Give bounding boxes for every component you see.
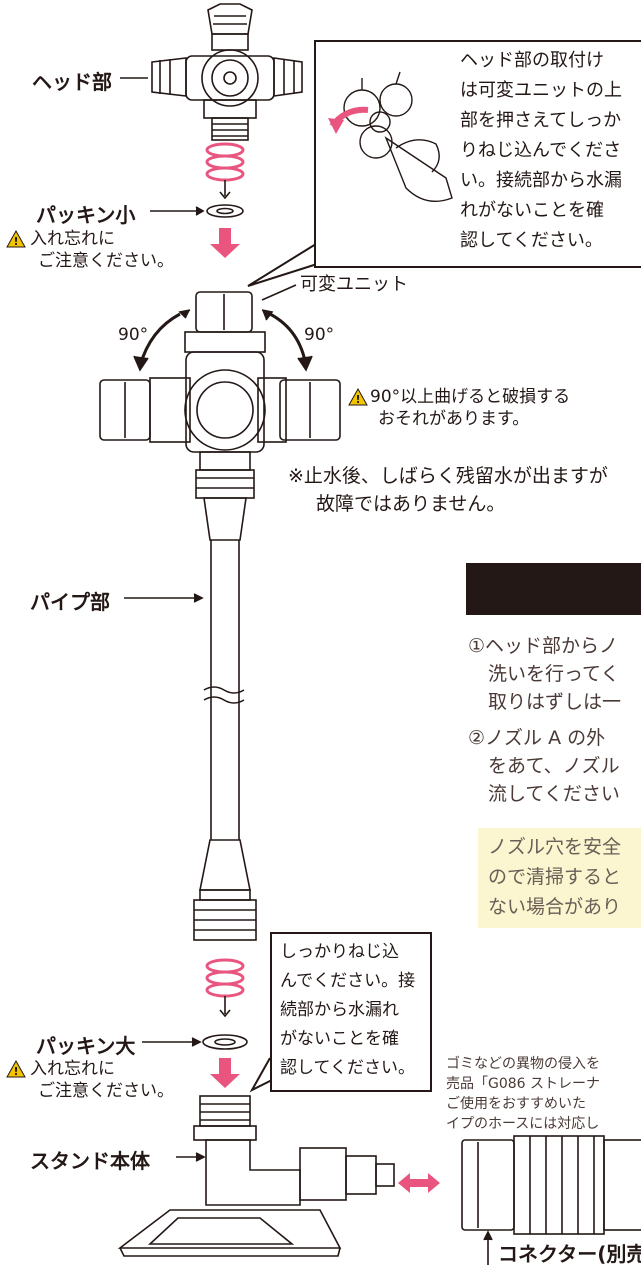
angle-right-label: 90°	[304, 325, 335, 345]
packing-small-label: パッキン小	[36, 203, 136, 227]
step1-line1: ①ヘッド部からノ	[468, 635, 619, 657]
warning-small-line2: ご注意ください。	[38, 251, 174, 271]
callout-bottom-line4: がないことを確	[280, 1029, 399, 1049]
strainer-note-line1: ゴミなどの異物の侵入を	[446, 1056, 600, 1072]
variable-unit-drawing	[99, 291, 341, 541]
warning-large-line2: ご注意ください。	[38, 1081, 174, 1101]
warning-icon: !	[6, 230, 26, 248]
svg-text:!: !	[13, 1065, 18, 1078]
step2-line3: 流してください	[488, 783, 620, 805]
warning-bend-line2: おそれがあります。	[378, 409, 530, 429]
warning-bend-line1: 90°以上曲げると破損する	[370, 387, 571, 407]
callout-bottom-line3: 続部から水漏れ	[280, 1000, 399, 1020]
section-header-bar	[466, 563, 641, 615]
residual-note-line2: 故障ではありません。	[316, 493, 506, 515]
connector-label: コネクター(別売	[498, 1242, 641, 1266]
packing-small-drawing	[206, 204, 244, 218]
callout-top-line1: ヘッド部の取付け	[460, 50, 604, 71]
warning-large-line1: 入れ忘れに	[30, 1059, 115, 1079]
stand-body-drawing	[117, 1095, 395, 1257]
screw-rotation-icon-lower	[205, 958, 245, 998]
strainer-note-line2: 売品「G086 ストレーナ	[446, 1076, 601, 1092]
caution-box: ノズル穴を安全 ので清掃すると ない場合があり	[478, 828, 641, 928]
stand-mounting-callout: しっかりねじ込 んでください。接 続部から水漏れ がないことを確 認してください…	[270, 932, 432, 1092]
step2-line2: をあて、ノズル	[488, 755, 620, 777]
screw-rotation-icon	[205, 142, 245, 182]
svg-text:!: !	[13, 235, 18, 248]
angle-left-label: 90°	[118, 325, 149, 345]
callout-top-line6: れがないことを確	[460, 200, 604, 221]
step1-line3: 取りはずしは一	[488, 691, 622, 713]
head-mounting-callout: ヘッド部の取付け は可変ユニットの上 部を押さえてしっか りねじ込んでくださ い…	[314, 40, 641, 268]
callout-bottom-line5: 認してください。	[280, 1058, 415, 1078]
packing-large-label: パッキン大	[36, 1034, 136, 1058]
callout-top-line3: 部を押さえてしっか	[460, 110, 622, 131]
head-part-label: ヘッド部	[32, 70, 112, 94]
connect-arrow	[398, 1173, 440, 1193]
variable-unit-label: 可変ユニット	[300, 274, 408, 295]
caution-line3: ない場合があり	[488, 896, 622, 918]
insert-arrows	[210, 228, 440, 1193]
strainer-note-line3: ご使用をおすすめいた	[446, 1096, 586, 1112]
callout-bottom-line1: しっかりねじ込	[280, 942, 399, 962]
step2-line1: ②ノズル A の外	[468, 727, 606, 749]
packing-large-drawing	[202, 1034, 248, 1050]
warning-small-line1: 入れ忘れに	[30, 229, 115, 249]
head-part-drawing	[151, 3, 303, 141]
strainer-note: ゴミなどの異物の侵入を 売品「G086 ストレーナ ご使用をおすすめいた イプの…	[446, 1054, 600, 1134]
callout-top-line2: は可変ユニットの上	[460, 80, 622, 101]
step1-line2: 洗いを行ってく	[488, 663, 620, 685]
svg-text:!: !	[355, 393, 360, 406]
callout-top-line4: りねじ込んでくださ	[460, 140, 622, 161]
pipe-drawing	[193, 540, 257, 941]
residual-water-note: ※止水後、しばらく残留水が出ますが 故障ではありません。	[288, 462, 608, 518]
callout-bottom-line2: んでください。接	[280, 971, 416, 991]
residual-note-line1: ※止水後、しばらく残留水が出ますが	[288, 465, 608, 487]
stand-body-label: スタンド本体	[30, 1149, 150, 1173]
warning-icon: !	[6, 1060, 26, 1078]
hand-mounting-illustration-overlay	[326, 48, 460, 226]
callout-top-line5: い。接続部から水漏	[460, 170, 622, 191]
callout-top-line7: 認してください。	[460, 230, 603, 251]
caution-line1: ノズル穴を安全	[488, 836, 622, 858]
connector-drawing	[461, 1135, 641, 1235]
warning-icon: !	[348, 388, 368, 406]
maintenance-steps: ①ヘッド部からノ 洗いを行ってく 取りはずしは一 ②ノズル A の外 をあて、ノ…	[468, 632, 621, 808]
strainer-note-line4: イプのホースには対応し	[446, 1116, 600, 1132]
caution-line2: ので清掃すると	[488, 866, 622, 888]
pipe-label: パイプ部	[30, 590, 110, 614]
